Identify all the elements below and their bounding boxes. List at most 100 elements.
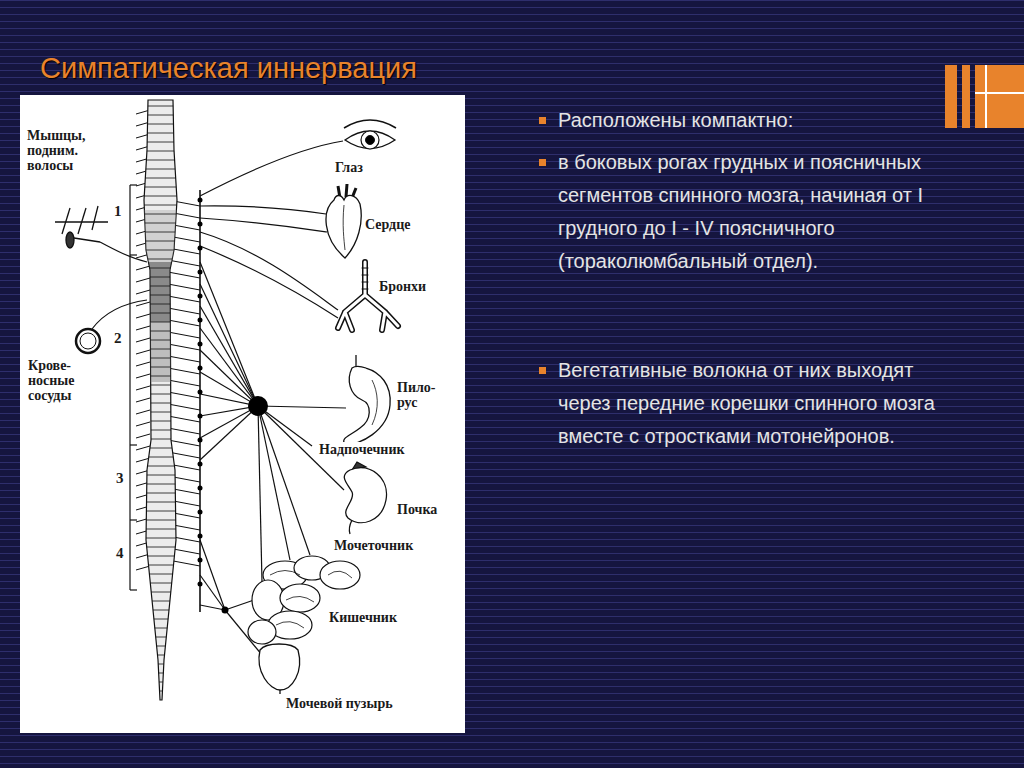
organ-label: Пило- рус: [396, 380, 442, 410]
heart: [326, 184, 361, 258]
ramus: [168, 356, 200, 362]
ramus: [168, 272, 200, 278]
organ-label: Бронхи: [378, 279, 427, 294]
cord-segment: [140, 412, 185, 413]
cord-segment: [140, 133, 185, 134]
cord-segment: [140, 169, 185, 170]
cord-segment: [140, 646, 185, 647]
organ-label: Кишечник: [328, 610, 398, 625]
spinal-nerve: [136, 302, 150, 306]
chain-ganglion: [198, 558, 203, 563]
hair-follicle: [55, 206, 108, 248]
spinal-nerve: [136, 374, 150, 378]
cord-segment: [140, 439, 185, 440]
callout-number: 2: [113, 330, 123, 346]
chain-ganglion: [198, 246, 203, 251]
cord-segment: [140, 574, 185, 575]
ramus: [168, 428, 200, 434]
ramus: [168, 284, 200, 290]
spinal-nerve: [136, 326, 150, 330]
chain-ganglion: [198, 390, 203, 395]
cord-segment: [140, 376, 185, 377]
cord-segment: [140, 340, 185, 341]
ramus: [168, 332, 200, 338]
cord-segment: [140, 232, 185, 233]
cord-segment: [140, 286, 185, 287]
chain-ganglion: [198, 270, 203, 275]
organ-label: Мочевой пузырь: [285, 696, 394, 711]
cord-segment: [140, 637, 185, 638]
bullet-marker: [539, 117, 546, 124]
cord-segment: [140, 466, 185, 467]
organ-label: Крове- носные сосуды: [27, 358, 91, 403]
spinal-nerve: [136, 278, 150, 282]
cord-segment: [140, 115, 185, 116]
figure-panel: [20, 95, 465, 733]
cord-segment: [140, 304, 185, 305]
cord-segment: [140, 520, 185, 521]
cord-segment: [140, 682, 185, 683]
cord-segment: [140, 547, 185, 548]
cord-shading: [140, 106, 185, 691]
cord-segment: [140, 502, 185, 503]
cord-segment: [140, 124, 185, 125]
cord-segment: [140, 268, 185, 269]
ramus: [168, 260, 200, 266]
spinal-nerve: [136, 314, 150, 318]
chain-ganglion: [198, 294, 203, 299]
callout-number: 1: [113, 203, 123, 219]
chain-ganglion: [198, 462, 203, 467]
ganglion: [248, 396, 268, 416]
spinal-nerve: [136, 386, 150, 390]
bullet-text: Расположены компактно:: [558, 104, 938, 137]
cord-segment: [140, 484, 185, 485]
chain-ganglion: [198, 438, 203, 443]
bullet-marker: [539, 159, 546, 166]
chain-ganglion: [198, 222, 203, 227]
spinal-nerve: [136, 350, 150, 354]
callout-number: 3: [115, 470, 125, 486]
ramus: [168, 368, 200, 374]
bladder: [259, 644, 300, 694]
cord-segment: [140, 394, 185, 395]
ramus: [168, 392, 200, 398]
chain-ganglion: [198, 318, 203, 323]
cord-segment: [140, 367, 185, 368]
cord-segment: [140, 349, 185, 350]
ramus: [168, 344, 200, 350]
cord-segment: [140, 313, 185, 314]
spinal-nerve: [136, 410, 150, 414]
slide-title: Симпатическая иннервация: [40, 52, 417, 85]
cord-segment: [140, 160, 185, 161]
ramus: [168, 440, 200, 446]
intestine: [248, 556, 360, 644]
bullet-text: Вегетативные волокна от них выходят чере…: [558, 354, 938, 453]
organ-label: Надпочечник: [318, 442, 406, 457]
cord-segment: [140, 385, 185, 386]
cord-segment: [140, 448, 185, 449]
ramus: [168, 404, 200, 410]
cord-segment: [140, 214, 185, 215]
cord-segment: [140, 457, 185, 458]
chain-ganglion: [198, 486, 203, 491]
cord-segment: [140, 277, 185, 278]
cord-segment: [140, 142, 185, 143]
cord-segment: [140, 322, 185, 323]
bullet-text: в боковых рогах грудных и поясничных сег…: [558, 146, 938, 278]
cord-segment: [140, 259, 185, 260]
cord-segment: [140, 601, 185, 602]
bronchi: [338, 262, 398, 330]
spinal-nerve: [136, 434, 150, 438]
chain-ganglion: [198, 198, 203, 203]
organ-label: Мочеточник: [333, 538, 414, 553]
cord-segment: [140, 331, 185, 332]
cord-segment: [140, 106, 185, 107]
cord-segment: [140, 628, 185, 629]
cord-segment: [140, 475, 185, 476]
spinal-nerve: [136, 266, 150, 270]
chain-ganglion: [198, 534, 203, 539]
cord-segment: [140, 151, 185, 152]
cord-segment: [140, 673, 185, 674]
ganglion: [222, 607, 229, 614]
kidney: [344, 462, 386, 534]
